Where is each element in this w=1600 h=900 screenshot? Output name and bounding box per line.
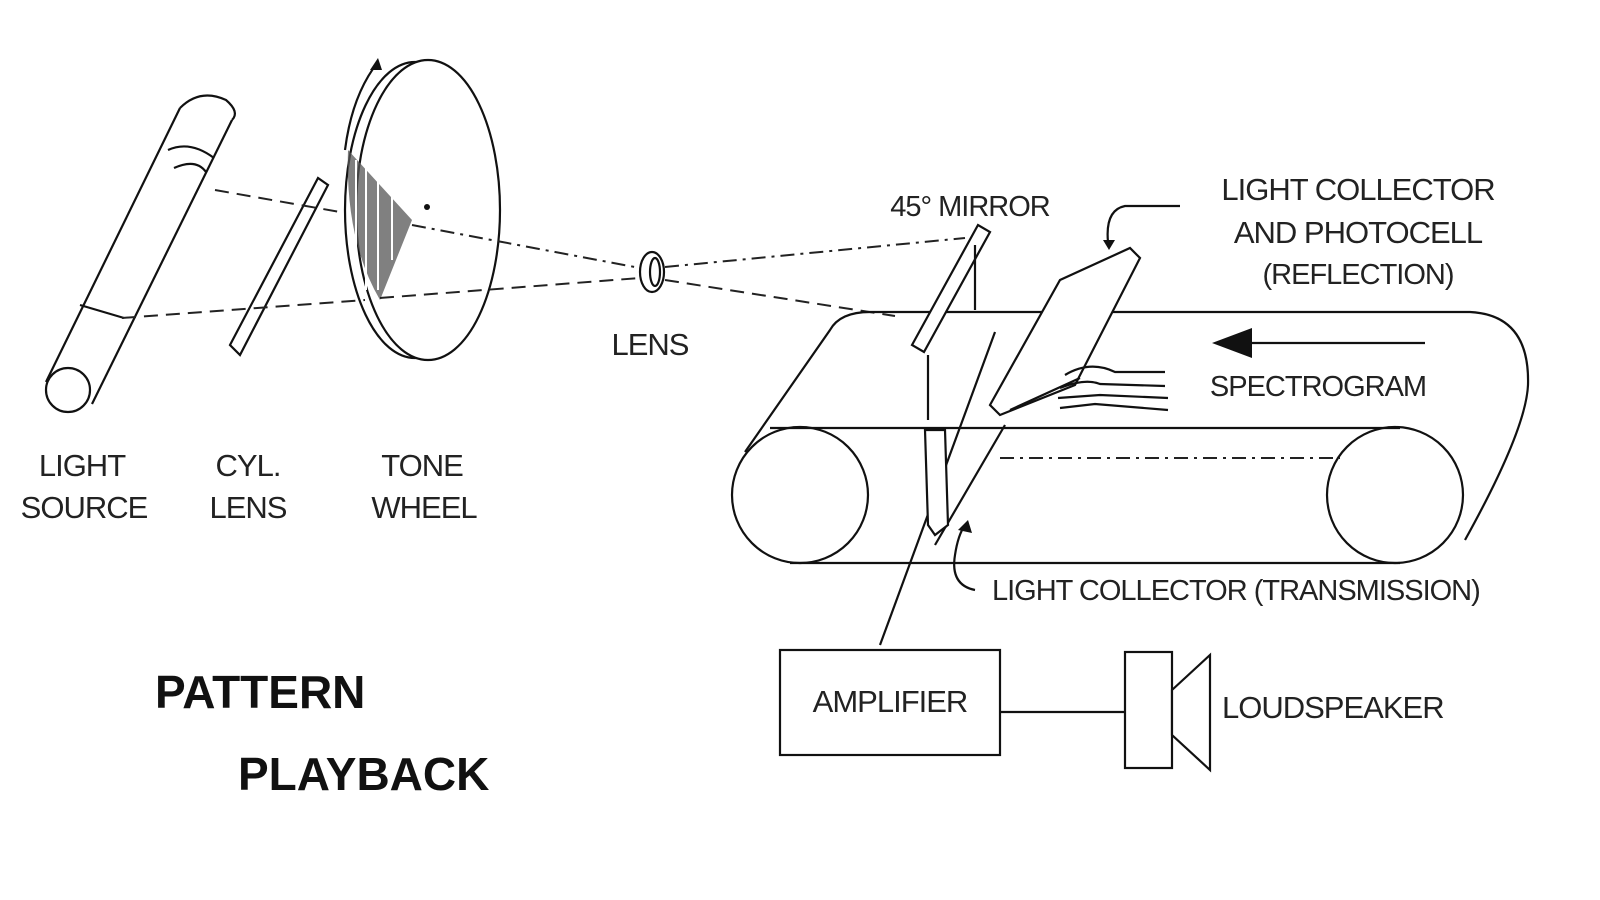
pointer-arrow-icon bbox=[1106, 204, 1180, 243]
label-mirror: 45° MIRROR bbox=[890, 191, 1050, 223]
label-cyl-lens: LENS bbox=[210, 490, 287, 525]
pointer-arrow-icon bbox=[953, 524, 976, 592]
label-light-collector-reflection: (REFLECTION) bbox=[1263, 259, 1454, 291]
label-light-source: SOURCE bbox=[21, 490, 148, 525]
roller-left bbox=[730, 425, 870, 565]
label-amplifier: AMPLIFIER bbox=[813, 684, 968, 719]
label-loudspeaker: LOUDSPEAKER bbox=[1222, 690, 1444, 725]
diagram-title: PLAYBACK bbox=[238, 748, 489, 800]
label-light-collector-transmission: LIGHT COLLECTOR (TRANSMISSION) bbox=[992, 575, 1480, 607]
label-tone-wheel: TONE bbox=[381, 448, 463, 483]
label-light-source: LIGHT bbox=[39, 448, 126, 483]
light-beam bbox=[121, 299, 366, 319]
light-beam bbox=[664, 279, 896, 317]
label-light-collector-reflection: LIGHT COLLECTOR bbox=[1221, 172, 1494, 207]
light-collector-transmission bbox=[923, 428, 950, 537]
diagram-title: PATTERN bbox=[155, 666, 365, 718]
light-beam bbox=[411, 224, 641, 269]
light-source bbox=[44, 94, 236, 414]
tone-wheel bbox=[343, 58, 502, 362]
belt-direction-arrow-icon bbox=[1212, 328, 1425, 358]
label-tone-wheel: WHEEL bbox=[371, 490, 477, 525]
amplifier-box bbox=[778, 648, 1002, 757]
roller-right bbox=[1325, 425, 1465, 565]
spectrogram-patterns bbox=[1057, 365, 1169, 412]
45-degree-mirror bbox=[910, 223, 992, 420]
label-spectrogram: SPECTROGRAM bbox=[1210, 371, 1426, 403]
light-collector-reflection bbox=[988, 246, 1142, 417]
conveyor-belt bbox=[730, 310, 1530, 565]
label-lens: LENS bbox=[612, 327, 689, 362]
light-beam bbox=[664, 237, 966, 268]
lens bbox=[638, 250, 666, 294]
loudspeaker-icon bbox=[1123, 650, 1212, 773]
label-light-collector-reflection: AND PHOTOCELL bbox=[1234, 215, 1483, 250]
cylindrical-lens bbox=[228, 176, 330, 357]
label-cyl-lens: CYL. bbox=[216, 448, 281, 483]
